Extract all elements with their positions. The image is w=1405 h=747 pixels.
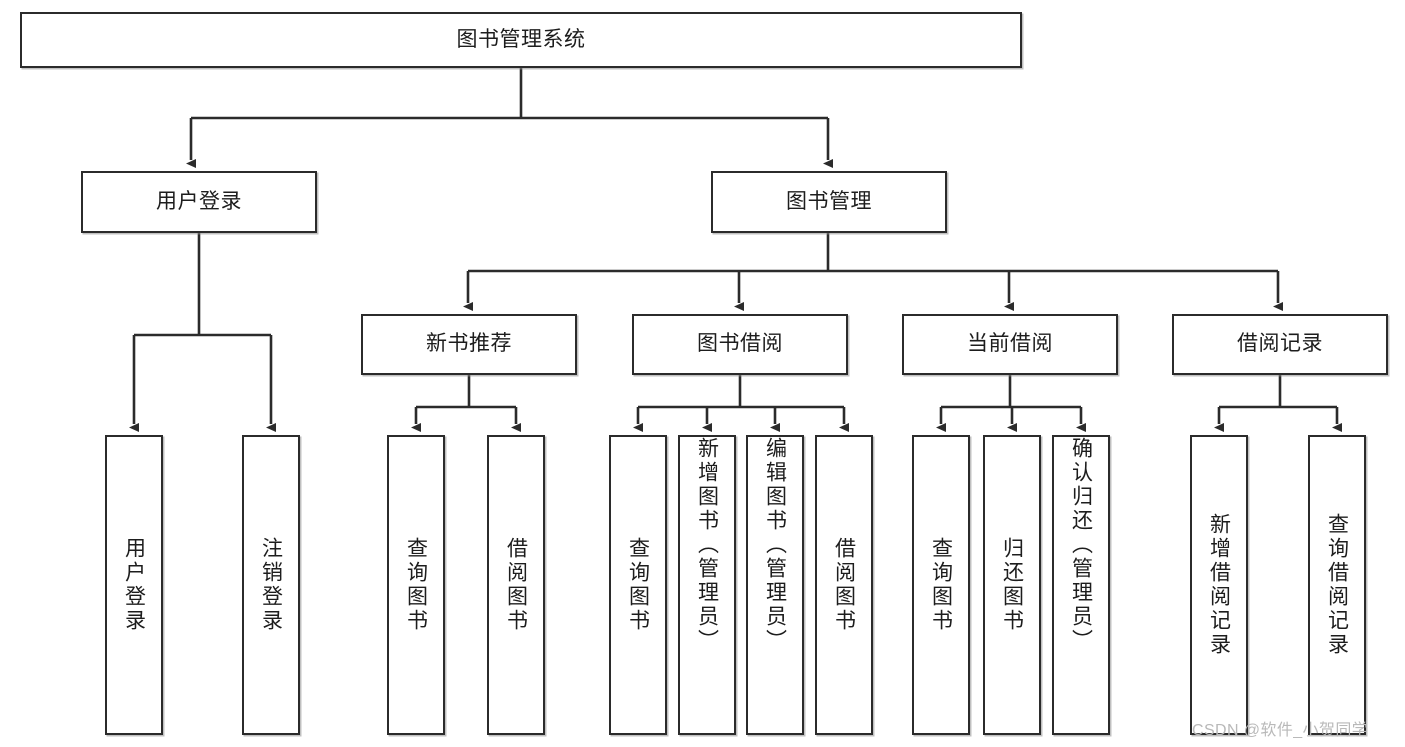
node-label: 新书推荐 — [426, 332, 512, 356]
node-leaf-query-book-3[interactable]: 查询图书 — [912, 435, 970, 735]
node-leaf-confirm-return[interactable]: 确认归还（管理员） — [1052, 435, 1110, 735]
node-leaf-borrow-book-1[interactable]: 借阅图书 — [487, 435, 545, 735]
node-leaf-user-login[interactable]: 用户登录 — [105, 435, 163, 735]
node-label: 新增图书（管理员） — [695, 437, 719, 653]
node-leaf-add-record[interactable]: 新增借阅记录 — [1190, 435, 1248, 735]
node-leaf-query-book-2[interactable]: 查询图书 — [609, 435, 667, 735]
node-label: 借阅图书 — [832, 537, 856, 633]
csdn-watermark: CSDN @软件_小贺同学 — [1192, 722, 1369, 739]
node-label: 确认归还（管理员） — [1069, 437, 1093, 653]
node-label: 新增借阅记录 — [1207, 513, 1231, 657]
node-leaf-logout[interactable]: 注销登录 — [242, 435, 300, 735]
node-label: 查询图书 — [626, 537, 650, 633]
node-root-system[interactable]: 图书管理系统 — [20, 12, 1022, 68]
node-label: 查询图书 — [929, 537, 953, 633]
node-label: 查询图书 — [404, 537, 428, 633]
node-label: 图书管理 — [786, 189, 872, 213]
node-label: 查询借阅记录 — [1325, 513, 1349, 657]
node-book-manage[interactable]: 图书管理 — [711, 171, 947, 233]
node-label: 归还图书 — [1000, 537, 1024, 633]
node-borrow-record[interactable]: 借阅记录 — [1172, 314, 1388, 375]
node-new-book-rec[interactable]: 新书推荐 — [361, 314, 577, 375]
node-label: 注销登录 — [259, 537, 283, 633]
node-label: 借阅图书 — [504, 537, 528, 633]
node-user-login[interactable]: 用户登录 — [81, 171, 317, 233]
node-label: 借阅记录 — [1237, 332, 1323, 356]
node-label: 用户登录 — [156, 189, 242, 213]
node-leaf-borrow-book-2[interactable]: 借阅图书 — [815, 435, 873, 735]
node-leaf-edit-book[interactable]: 编辑图书（管理员） — [746, 435, 804, 735]
node-label: 编辑图书（管理员） — [763, 437, 787, 653]
node-label: 当前借阅 — [967, 332, 1053, 356]
node-leaf-add-book[interactable]: 新增图书（管理员） — [678, 435, 736, 735]
node-current-borrow[interactable]: 当前借阅 — [902, 314, 1118, 375]
node-book-borrow[interactable]: 图书借阅 — [632, 314, 848, 375]
node-label: 图书借阅 — [697, 332, 783, 356]
node-leaf-query-record[interactable]: 查询借阅记录 — [1308, 435, 1366, 735]
node-leaf-return-book[interactable]: 归还图书 — [983, 435, 1041, 735]
node-label: 用户登录 — [122, 537, 146, 633]
node-leaf-query-book-1[interactable]: 查询图书 — [387, 435, 445, 735]
node-label: 图书管理系统 — [456, 27, 586, 51]
